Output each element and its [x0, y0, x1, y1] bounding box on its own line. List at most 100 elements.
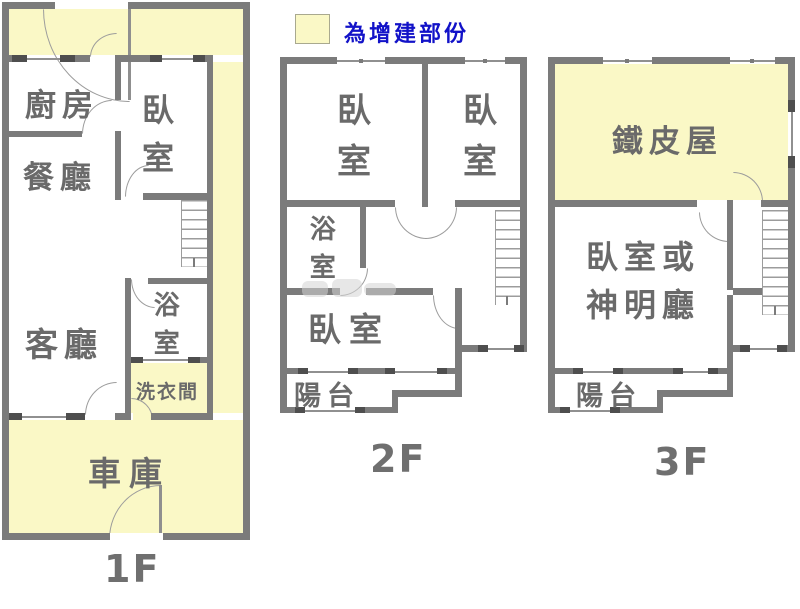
- window-cap: [66, 413, 85, 420]
- window-cap: [131, 357, 143, 363]
- window-line: [583, 371, 613, 373]
- wall-segment: [652, 57, 730, 64]
- wall-segment: [75, 55, 90, 62]
- wall-segment: [455, 288, 462, 397]
- window-cap: [193, 55, 205, 62]
- room-label-dining: 餐廳: [23, 160, 97, 196]
- window-tick: [750, 59, 754, 63]
- wall-segment: [505, 57, 527, 64]
- window-line: [162, 58, 193, 60]
- living-garage-door-arc: [85, 382, 117, 415]
- wall-segment: [243, 2, 250, 540]
- window-cap: [478, 345, 488, 352]
- room-label-bedroom-c: 臥室: [308, 310, 390, 349]
- window-cap: [708, 368, 718, 374]
- window-tick: [359, 59, 363, 63]
- room-label-main-room-line2: 神明廳: [586, 286, 701, 324]
- legend-label: 為增建部份: [344, 22, 470, 47]
- window-cap: [348, 368, 358, 374]
- room-label-bedroom-b: 臥室: [463, 91, 498, 182]
- window-line: [750, 348, 777, 350]
- wall-segment: [398, 390, 462, 397]
- floor-label-3f: 3F: [654, 440, 711, 484]
- window-cap: [188, 357, 200, 363]
- wall-segment: [151, 413, 213, 420]
- wall-segment: [548, 57, 603, 64]
- room-label-balcony-3f: 陽台: [576, 381, 642, 412]
- window-cap: [385, 368, 395, 374]
- wall-segment: [115, 55, 150, 62]
- wall-segment: [207, 55, 213, 420]
- wall-segment: [360, 207, 366, 268]
- window-cap: [60, 55, 75, 62]
- window-cap: [12, 55, 27, 62]
- floor-label-1f: 1F: [104, 547, 161, 591]
- bedroom-a-door-arc: [395, 207, 427, 239]
- window-line: [27, 58, 60, 60]
- window-line: [143, 359, 188, 361]
- window-cap: [777, 345, 787, 352]
- window-cap: [788, 156, 795, 168]
- window-tick: [774, 306, 776, 315]
- window-tick: [506, 296, 508, 305]
- watermark: [364, 283, 396, 296]
- window-line: [305, 410, 355, 412]
- wall-segment: [455, 200, 527, 207]
- wall-segment: [548, 368, 733, 374]
- window-cap: [673, 368, 683, 374]
- wall-segment: [280, 57, 337, 64]
- window-tick: [193, 258, 195, 267]
- window-line: [395, 371, 437, 373]
- window-cap: [298, 368, 308, 374]
- wall-segment: [761, 200, 788, 207]
- wall-segment: [2, 2, 9, 540]
- wall-segment: [148, 278, 207, 284]
- wall-segment: [115, 131, 121, 200]
- wall-segment: [280, 368, 455, 374]
- wall-segment: [128, 2, 250, 9]
- watermark: [302, 281, 328, 297]
- wall-segment: [727, 200, 733, 290]
- room-label-bedroom-1f: 臥室: [141, 91, 174, 177]
- floor-label-2f: 2F: [370, 437, 427, 481]
- main-room-door-arc: [699, 212, 729, 242]
- window-cap: [295, 407, 305, 413]
- wall-segment: [733, 288, 762, 295]
- window-cap: [788, 100, 795, 112]
- wall-segment: [2, 533, 110, 540]
- window-line: [308, 371, 348, 373]
- wall-segment: [548, 57, 555, 413]
- room-label-bath-2f: 浴室: [309, 215, 336, 283]
- stairs-1f: [181, 200, 208, 267]
- room-label-metal-house: 鐵皮屋: [612, 124, 723, 160]
- wall-segment: [163, 533, 250, 540]
- room-label-living: 客廳: [25, 325, 103, 364]
- window-line: [683, 371, 708, 373]
- window-cap: [573, 368, 583, 374]
- window-cap: [9, 413, 22, 420]
- wall-segment: [125, 278, 131, 420]
- wall-segment: [663, 390, 733, 397]
- window-cap: [355, 407, 365, 413]
- window-line: [22, 416, 66, 418]
- wall-segment: [392, 390, 398, 413]
- room-label-kitchen: 廚房: [25, 88, 99, 124]
- window-cap: [560, 407, 570, 413]
- wall-segment: [366, 288, 433, 295]
- room-label-garage: 車庫: [88, 454, 170, 493]
- window-tick: [625, 59, 629, 63]
- wall-segment: [788, 57, 795, 351]
- wall-segment: [115, 413, 131, 420]
- room-label-bath-1f: 浴室: [153, 291, 180, 359]
- bedroom-b-door-arc: [425, 207, 457, 239]
- watermark: [332, 279, 362, 297]
- wall-segment: [548, 200, 697, 207]
- wall-segment: [280, 200, 395, 207]
- wall-segment: [115, 62, 121, 100]
- wall-segment: [143, 193, 207, 200]
- wall-segment: [727, 295, 733, 397]
- room-label-bedroom-a: 臥室: [337, 91, 372, 182]
- wall-segment: [2, 2, 55, 9]
- wall-segment: [280, 57, 287, 413]
- door-leaf: [159, 485, 162, 537]
